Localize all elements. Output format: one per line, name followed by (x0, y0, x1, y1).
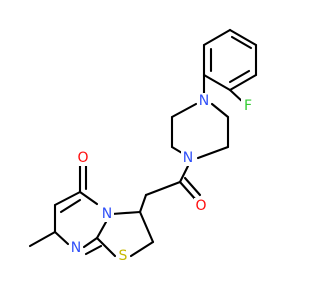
bond (28, 230, 57, 248)
atom-label: F (244, 98, 252, 114)
bond (95, 220, 108, 240)
bond (53, 190, 82, 207)
bond (78, 190, 99, 206)
bond (59, 198, 82, 214)
bond (183, 176, 202, 197)
bond (95, 236, 117, 258)
atom-label: O (77, 150, 88, 166)
bond (178, 180, 198, 202)
bond (210, 102, 230, 119)
bond (230, 35, 253, 50)
bond (170, 145, 184, 155)
bond (84, 244, 103, 256)
atom-n-piperazine-aryl: N (197, 93, 211, 109)
bond (82, 236, 99, 249)
atom-label: N (102, 206, 112, 222)
bond (53, 230, 70, 246)
bond (202, 28, 232, 47)
bond (138, 210, 155, 244)
atom-n-ring-fusion: N (100, 206, 114, 222)
bond (178, 164, 190, 184)
atom-o-pyrimidinone: O (76, 150, 90, 166)
atom-label: N (183, 150, 193, 166)
atom-o-amide: O (194, 198, 208, 214)
atom-label: S (119, 248, 128, 264)
bond (196, 145, 230, 160)
molecule-canvas: F N N O O N N (28, 28, 258, 264)
bond (228, 73, 258, 92)
bond (202, 73, 232, 92)
atom-f: F (241, 98, 255, 114)
bond (228, 28, 258, 47)
atom-s: S (116, 248, 130, 264)
atom-label: N (71, 240, 81, 256)
atom-label: N (199, 93, 209, 109)
bond (170, 102, 198, 119)
atom-n-piperazine-amide: N (181, 150, 195, 166)
bond-layer (28, 28, 258, 258)
atom-n-pyrimidine: N (69, 240, 83, 256)
bond (138, 193, 148, 214)
structure-diagram: F N N O O N N (28, 28, 258, 264)
atom-layer: F N N O O N N (69, 93, 255, 264)
bond (129, 240, 155, 258)
bond (110, 210, 142, 216)
atom-label: O (195, 198, 206, 214)
bond (228, 69, 251, 84)
bond (144, 180, 182, 197)
